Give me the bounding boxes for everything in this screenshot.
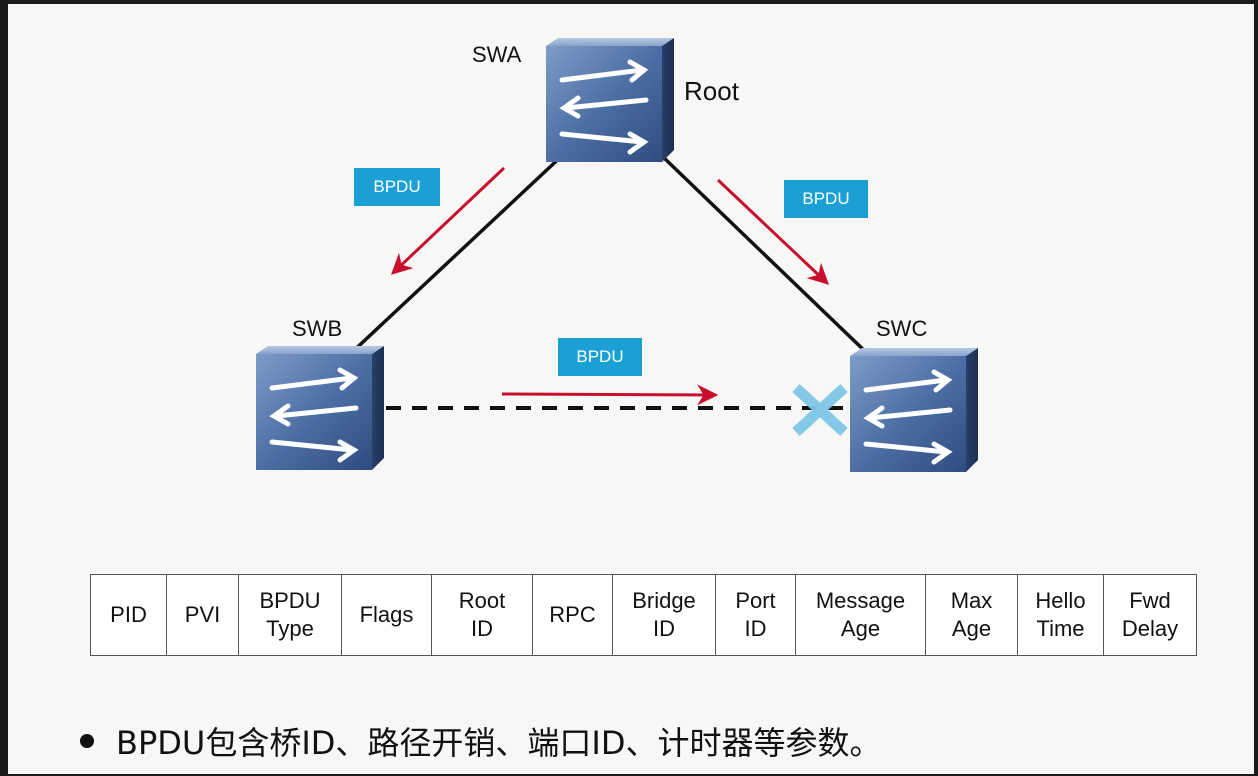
field-root-id: Root ID xyxy=(431,574,533,656)
field-bpdu-type: BPDU Type xyxy=(238,574,342,656)
bpdu-tag-swa-swc: BPDU xyxy=(784,180,868,218)
field-max-age: Max Age xyxy=(925,574,1018,656)
slide: SWA Root SWB SWC BPDU BPDU BPDU PID PVI … xyxy=(8,4,1254,774)
field-bridge-id: Bridge ID xyxy=(612,574,716,656)
switch-swc-label: SWC xyxy=(876,316,928,341)
field-pvi: PVI xyxy=(166,574,239,656)
field-flags: Flags xyxy=(341,574,432,656)
stp-topology-diagram xyxy=(8,4,1254,564)
switch-swb-icon xyxy=(256,346,384,470)
bpdu-field-row: PID PVI BPDU Type Flags Root ID RPC Brid… xyxy=(90,574,1197,656)
field-fwd-delay: Fwd Delay xyxy=(1103,574,1197,656)
field-pid: PID xyxy=(90,574,167,656)
switch-swa-label: SWA xyxy=(472,42,522,67)
bullet-point: BPDU包含桥ID、路径开销、端口ID、计时器等参数。 xyxy=(80,718,881,764)
field-message-age: Message Age xyxy=(795,574,926,656)
bullet-text: BPDU包含桥ID、路径开销、端口ID、计时器等参数。 xyxy=(116,724,882,762)
switch-swc-icon xyxy=(850,348,978,472)
bpdu-tag-swa-swb: BPDU xyxy=(354,168,440,206)
link-swa-swc xyxy=(660,154,872,358)
link-swa-swb xyxy=(346,150,568,358)
root-label: Root xyxy=(684,76,739,106)
bpdu-flow-arrow-swb-swc xyxy=(501,384,719,406)
field-port-id: Port ID xyxy=(715,574,796,656)
bpdu-flow-arrow-swa-swb xyxy=(390,166,506,275)
switch-swb-label: SWB xyxy=(292,316,343,341)
bpdu-flow-arrow-swa-swc xyxy=(716,178,830,285)
field-hello-time: Hello Time xyxy=(1017,574,1104,656)
field-rpc: RPC xyxy=(532,574,613,656)
switch-swa-icon xyxy=(546,38,674,162)
bpdu-tag-swb-swc: BPDU xyxy=(558,338,642,376)
bullet-dot-icon xyxy=(80,734,94,748)
blocked-port-x-icon xyxy=(792,383,848,437)
bpdu-field-table: PID PVI BPDU Type Flags Root ID RPC Brid… xyxy=(90,574,1197,656)
